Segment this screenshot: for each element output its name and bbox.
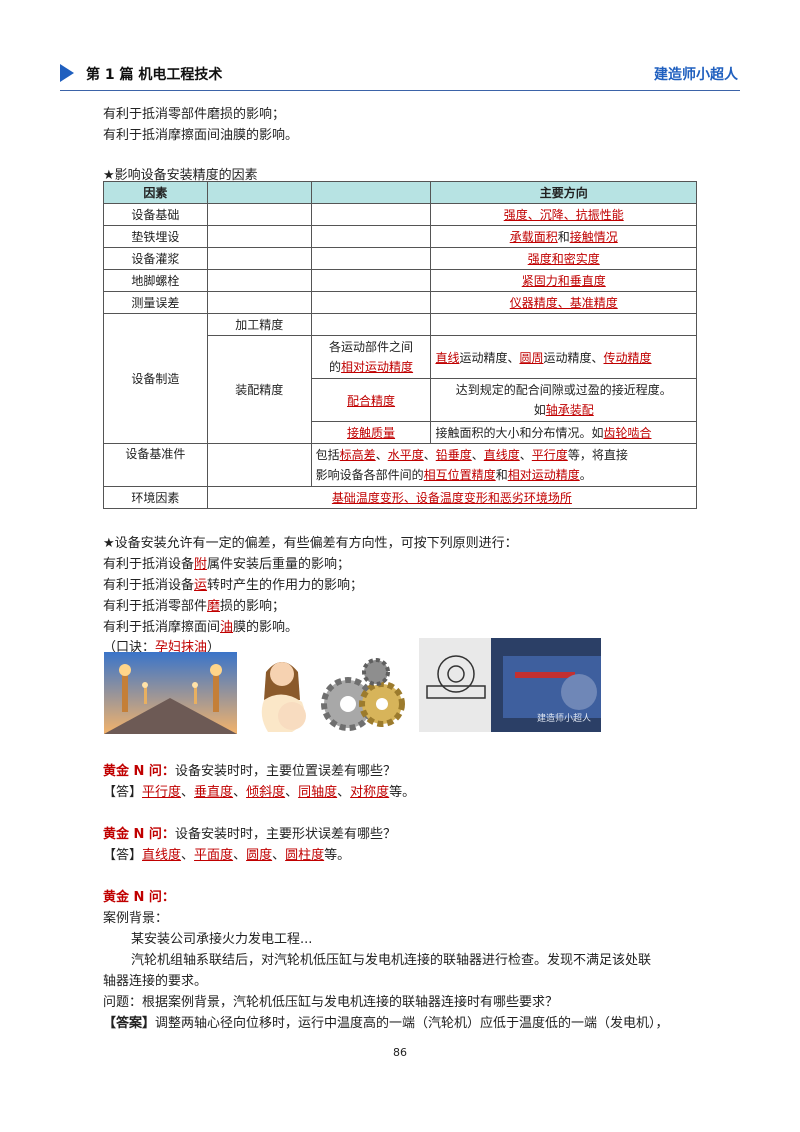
text-line: 有利于抵消摩擦面间油膜的影响。 xyxy=(103,128,299,143)
principle-line: 有利于抵消零部件磨损的影响； xyxy=(103,599,286,614)
answer-1: 【答】平行度、垂直度、倾斜度、同轴度、对称度等。 xyxy=(103,785,416,800)
question-3-tag: 黄金 N 问： xyxy=(103,890,175,905)
pregnant-woman-illustration xyxy=(248,652,316,734)
bearing-assembly-image xyxy=(419,638,601,732)
chapter-title: 第 1 篇 机电工程技术 xyxy=(86,67,223,83)
bearing-assembly-photo: 建造师小超人 xyxy=(419,638,601,732)
principle-line: 有利于抵消设备附属件安装后重量的影响； xyxy=(103,557,351,572)
table-row: 设备基础 强度、沉降、抗振性能 xyxy=(103,203,697,226)
gears-photo xyxy=(318,652,408,734)
text-line: 有利于抵消零部件磨损的影响； xyxy=(103,107,286,122)
question-2: 黄金 N 问：设备安装时时，主要形状误差有哪些？ xyxy=(103,827,396,842)
brand-name: 建造师小超人 xyxy=(654,67,738,83)
principle-line: 有利于抵消摩擦面间油膜的影响。 xyxy=(103,620,299,635)
page-number: 86 xyxy=(393,1046,407,1059)
table-row: 配合精度 达到规定的配合间隙或过盈的接近程度。 如轴承装配 xyxy=(104,378,697,422)
answer-2: 【答】直线度、平面度、圆度、圆柱度等。 xyxy=(103,848,351,863)
table-row: 设备灌浆 强度和密实度 xyxy=(103,247,697,270)
question-1: 黄金 N 问：设备安装时时，主要位置误差有哪些？ xyxy=(103,764,396,779)
photo-watermark: 建造师小超人 xyxy=(536,714,591,724)
case-background-label: 案例背景： xyxy=(103,911,169,926)
table-title: ★影响设备安装精度的因素 xyxy=(103,168,258,183)
case-background-text: 某安装公司承接火力发电工程... xyxy=(131,932,313,947)
chapter-marker-icon xyxy=(60,64,74,82)
case-question: 问题：根据案例背景，汽轮机低压缸与发电机连接的联轴器连接时有哪些要求？ xyxy=(103,995,559,1010)
principle-line: 有利于抵消设备运转时产生的作用力的影响； xyxy=(103,578,364,593)
header-factor: 因素 xyxy=(103,181,208,204)
page-header: 第 1 篇 机电工程技术 建造师小超人 xyxy=(60,58,740,91)
table-row: 环境因素 基础温度变形、设备温度变形和恶劣环境场所 xyxy=(103,486,698,509)
table-row: 设备制造 加工精度 xyxy=(103,313,697,444)
mnemonic: （口诀：孕妇抹油） xyxy=(103,640,221,655)
bridge-lamps-image xyxy=(104,652,237,734)
table-row: 设备基准件 包括标高差、水平度、铅垂度、直线度、平行度等，将直接 影响设备各部件… xyxy=(103,443,698,487)
gears-image xyxy=(318,652,408,734)
table-row: 垫铁埋设 承载面积和接触情况 xyxy=(103,225,697,248)
table-row: 测量误差 仪器精度、基准精度 xyxy=(103,291,697,314)
case-background-text: 轴器连接的要求。 xyxy=(103,974,208,989)
table-row: 地脚螺栓 紧固力和垂直度 xyxy=(103,269,697,292)
bridge-lamps-photo xyxy=(104,652,237,734)
case-answer: 【答案】调整两轴心径向位移时，运行中温度高的一端（汽轮机）应低于温度低的一端（发… xyxy=(103,1016,669,1031)
header-direction: 主要方向 xyxy=(430,181,697,204)
table-header-row: 因素 主要方向 xyxy=(103,181,697,204)
accuracy-factors-table: 因素 主要方向 设备基础 强度、沉降、抗振性能 垫铁埋设 承载面积和接触情况 设… xyxy=(103,181,698,509)
pregnant-woman-image xyxy=(248,652,316,734)
case-background-text: 汽轮机组轴系联结后，对汽轮机低压缸与发电机连接的联轴器进行检查。发现不满足该处联 xyxy=(131,953,652,968)
principle-title: ★设备安装允许有一定的偏差，有些偏差有方向性，可按下列原则进行： xyxy=(103,536,518,551)
